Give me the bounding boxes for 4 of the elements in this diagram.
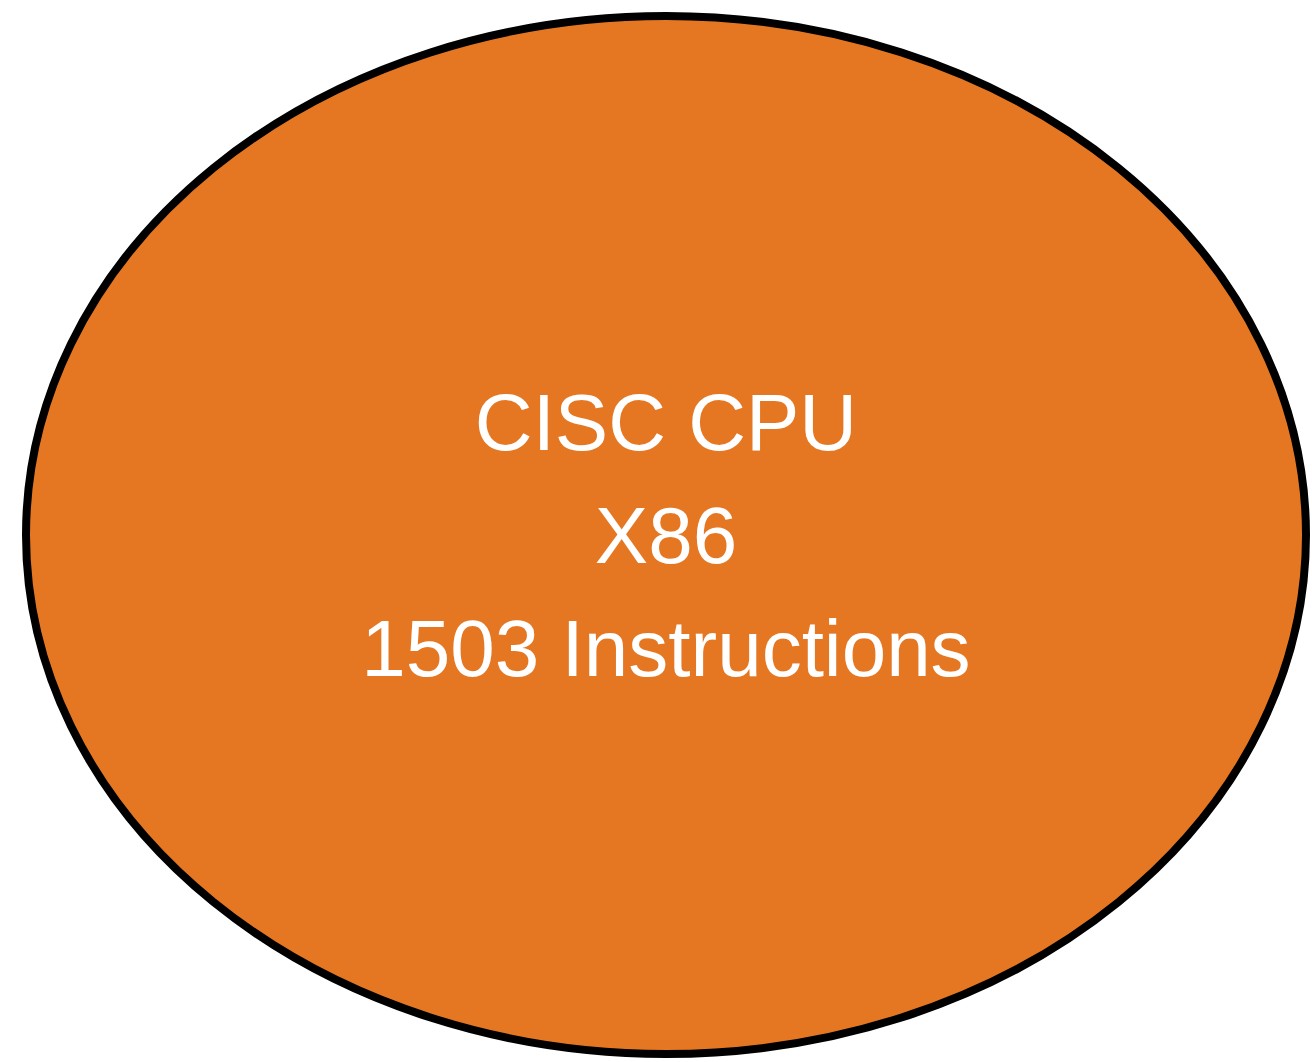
ellipse-node [22, 12, 1310, 1058]
node-label: CISC CPU [474, 376, 858, 469]
node-label: X86 [594, 489, 738, 582]
node-label: 1503 Instructions [361, 602, 971, 695]
